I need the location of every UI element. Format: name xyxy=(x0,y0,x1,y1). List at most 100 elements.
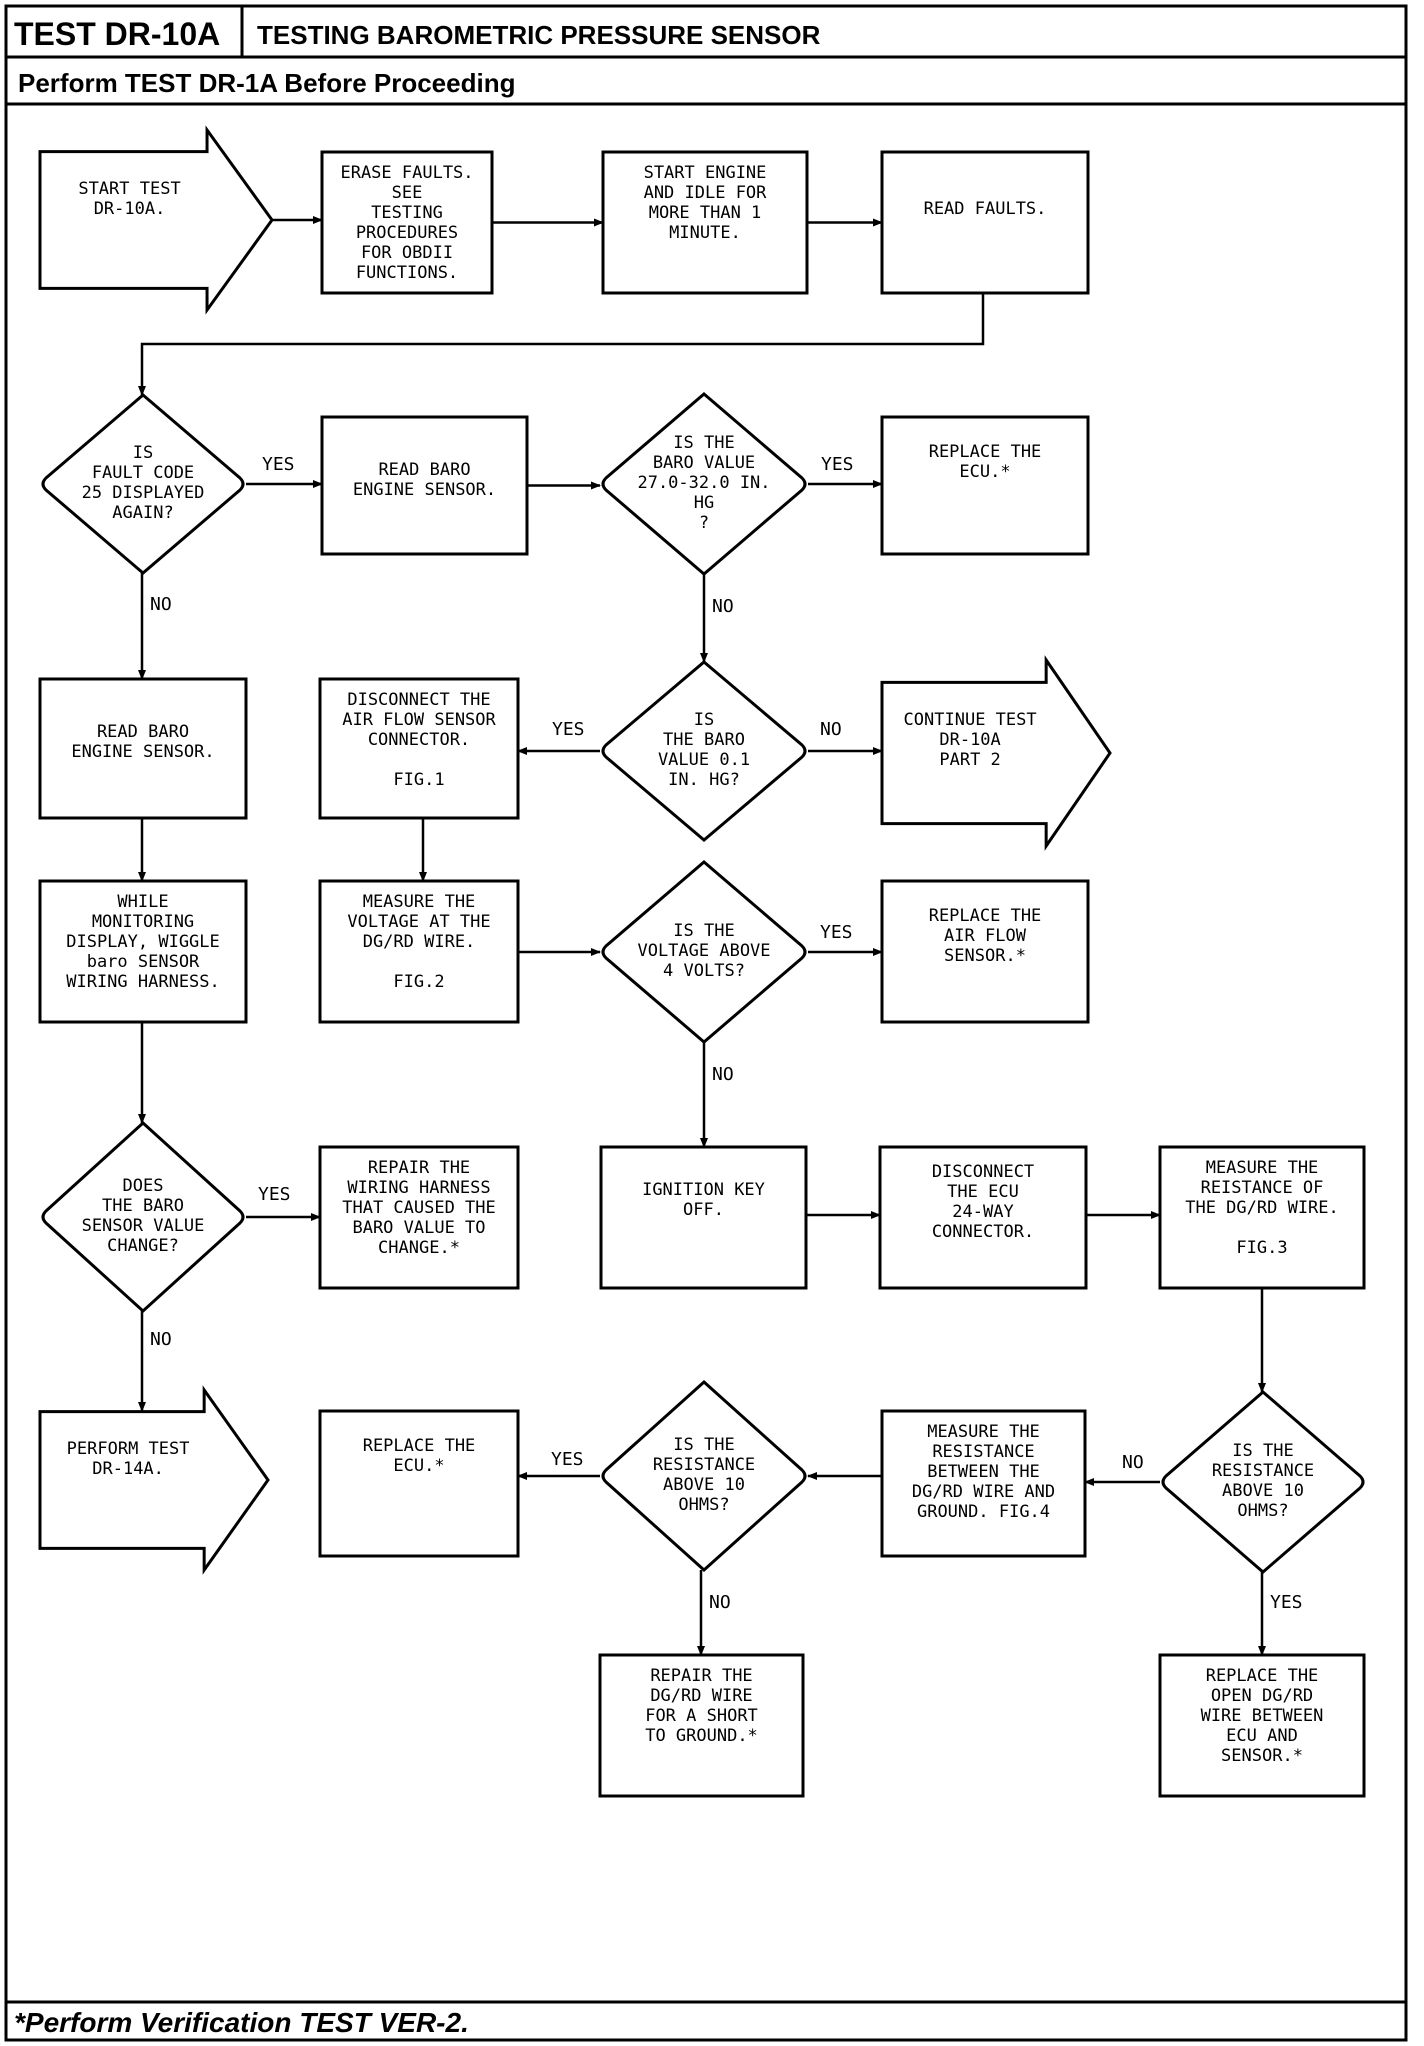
node-label-line: BETWEEN THE xyxy=(927,1462,1040,1482)
decision-diamond xyxy=(601,1379,807,1573)
node-label-line: RESISTANCE xyxy=(653,1455,755,1475)
node-label-line: 27.0-32.0 IN. xyxy=(637,473,770,493)
node-label-line: FAULT CODE xyxy=(92,463,194,483)
process-box xyxy=(318,1145,520,1290)
node-label-line: TO GROUND.* xyxy=(645,1726,758,1746)
edge-label-yes: YES xyxy=(821,454,854,475)
node-label-line: DR-10A. xyxy=(94,199,166,219)
process-box xyxy=(38,879,248,1024)
test-id: TEST DR-10A xyxy=(14,16,220,52)
node-label-line: MINUTE. xyxy=(669,223,741,243)
process-box xyxy=(880,879,1090,1024)
process-box xyxy=(878,1145,1088,1290)
edge-label-no: NO xyxy=(712,1064,734,1085)
edge-label-no: NO xyxy=(712,596,734,617)
edge-label-yes: YES xyxy=(552,719,585,740)
process-box xyxy=(599,1145,808,1290)
node-label-line: MEASURE THE xyxy=(1206,1158,1319,1178)
node-label: READ FAULTS. xyxy=(924,199,1047,219)
process-box xyxy=(320,150,494,295)
node-label-line: 4 VOLTS? xyxy=(663,961,745,981)
node-label-line: AGAIN? xyxy=(112,503,173,523)
edge-label-no: NO xyxy=(150,1329,172,1350)
node-label-line: FIG.2 xyxy=(393,972,444,992)
node-label-line: OHMS? xyxy=(1237,1501,1288,1521)
node-label-line: THE BARO xyxy=(102,1196,184,1216)
node-label-line: CONNECTOR. xyxy=(932,1222,1034,1242)
node-label-line: DR-10A xyxy=(939,730,1000,750)
edge-label-no: NO xyxy=(709,1592,731,1613)
edge-label-no: NO xyxy=(1122,1452,1144,1473)
node-label-line: VALUE 0.1 xyxy=(658,750,750,770)
node-label-line: WIRING HARNESS. xyxy=(66,972,220,992)
node-label-line: OFF. xyxy=(683,1200,724,1220)
connectors xyxy=(138,216,1266,1656)
node-label-line: MORE THAN 1 xyxy=(649,203,762,223)
node-label-line: SENSOR.* xyxy=(944,946,1026,966)
node-label-line: IS THE xyxy=(673,1435,734,1455)
node-label-line: ECU AND xyxy=(1226,1726,1298,1746)
node-label-line: DISCONNECT xyxy=(932,1162,1034,1182)
node-label-line: ECU.* xyxy=(959,462,1010,482)
node-label-line: MONITORING xyxy=(92,912,194,932)
node-label-line: ABOVE 10 xyxy=(1222,1481,1304,1501)
node-label-line: FIG.3 xyxy=(1236,1238,1287,1258)
node-label-line: IS THE xyxy=(673,433,734,453)
node-label-line: IN. HG? xyxy=(668,770,740,790)
node-label-line: VOLTAGE AT THE xyxy=(347,912,490,932)
node-label-line: CONNECTOR. xyxy=(368,730,470,750)
edge-label-yes: YES xyxy=(258,1184,291,1205)
node-label-line: SEE xyxy=(392,183,423,203)
edge-label-yes: YES xyxy=(820,922,853,943)
node-label-line: 25 DISPLAYED xyxy=(82,483,205,503)
edge-readfaults-to-q25 xyxy=(138,293,985,396)
node-label-line: ABOVE 10 xyxy=(663,1475,745,1495)
prerequisite-note: Perform TEST DR-1A Before Proceeding xyxy=(18,68,515,98)
node-label-line: READ BARO xyxy=(97,722,189,742)
node-label-line: ? xyxy=(699,513,709,533)
node-label-line: DISPLAY, WIGGLE xyxy=(66,932,220,952)
node-label-line: PART 2 xyxy=(939,750,1000,770)
node-label-line: READ BARO xyxy=(378,460,470,480)
process-box xyxy=(880,150,1090,295)
node-label-line: WIRING HARNESS xyxy=(347,1178,490,1198)
node-label-line: DOES xyxy=(123,1176,164,1196)
node-label-line: DG/RD WIRE. xyxy=(363,932,476,952)
node-label-line: AIR FLOW SENSOR xyxy=(342,710,496,730)
decision-diamond xyxy=(41,1120,245,1314)
edge-label-no: NO xyxy=(820,719,842,740)
node-label-line: ENGINE SENSOR. xyxy=(71,742,214,762)
node-label-line: AND IDLE FOR xyxy=(644,183,768,203)
node-label-line: IS xyxy=(133,443,153,463)
